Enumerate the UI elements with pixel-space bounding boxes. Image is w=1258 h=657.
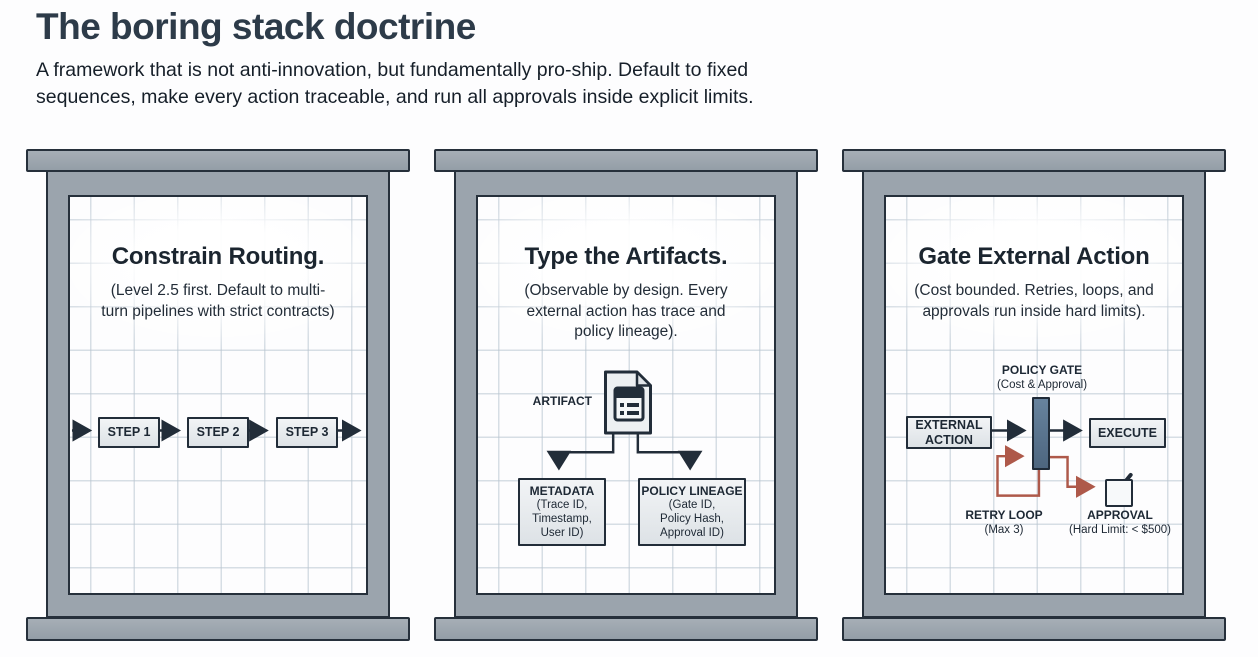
metadata-box: METADATA (Trace ID, Timestamp, User ID): [518, 478, 606, 546]
execute-box: EXECUTE: [1089, 418, 1166, 448]
panel1-lintel-bar: [26, 149, 410, 172]
panel3-heading: Gate External Action: [918, 243, 1150, 270]
approval-label: APPROVAL (Hard Limit: < $500): [1069, 508, 1171, 536]
step-3-box: STEP 3: [276, 417, 338, 448]
artifact-label: ARTIFACT: [532, 394, 592, 408]
step-1-box: STEP 1: [98, 417, 160, 448]
page-subtitle-line1: A framework that is not anti-innovation,…: [36, 59, 749, 81]
panel1-base-bar: [26, 617, 410, 641]
policy-lineage-box: POLICY LINEAGE (Gate ID, Policy Hash, Ap…: [638, 478, 746, 546]
page-subtitle: A framework that is not anti-innovation,…: [36, 57, 754, 111]
panel2-inner-window: Type the Artifacts. (Observable by desig…: [476, 195, 776, 595]
retry-loop-label: RETRY LOOP (Max 3): [965, 508, 1043, 536]
panel2-heading: Type the Artifacts.: [524, 243, 728, 270]
panel3-inner-window: Gate External Action (Cost bounded. Retr…: [884, 195, 1184, 595]
panel-gate-external-action: Gate External Action (Cost bounded. Retr…: [842, 149, 1226, 641]
approval-path: [1047, 455, 1096, 498]
policy-gate-bar: [1032, 397, 1050, 470]
page-title: The boring stack doctrine: [36, 6, 476, 47]
panel-type-artifacts: Type the Artifacts. (Observable by desig…: [434, 149, 818, 641]
panel3-lintel-bar: [842, 149, 1226, 172]
external-action-box: EXTERNAL ACTION: [906, 416, 992, 449]
panel2-subheading: (Observable by design. Every external ac…: [524, 282, 728, 340]
step-2-box: STEP 2: [187, 417, 249, 448]
panel3-base-bar: [842, 617, 1226, 641]
panel1-subheading: (Level 2.5 first. Default to multi- turn…: [101, 282, 335, 320]
panel2-base-bar: [434, 617, 818, 641]
panel1-heading: Constrain Routing.: [111, 243, 325, 270]
panel3-subheading: (Cost bounded. Retries, loops, and appro…: [914, 282, 1154, 320]
artifact-document-icon: [604, 370, 652, 435]
policy-gate-label: POLICY GATE (Cost & Approval): [996, 363, 1088, 391]
panel2-lintel-bar: [434, 149, 818, 172]
approval-checkbox-icon: [1105, 479, 1133, 507]
panel-constrain-routing: Constrain Routing. (Level 2.5 first. Def…: [26, 149, 410, 641]
page-subtitle-line2: sequences, make every action traceable, …: [36, 86, 754, 108]
panel1-inner-window: Constrain Routing. (Level 2.5 first. Def…: [68, 195, 368, 595]
